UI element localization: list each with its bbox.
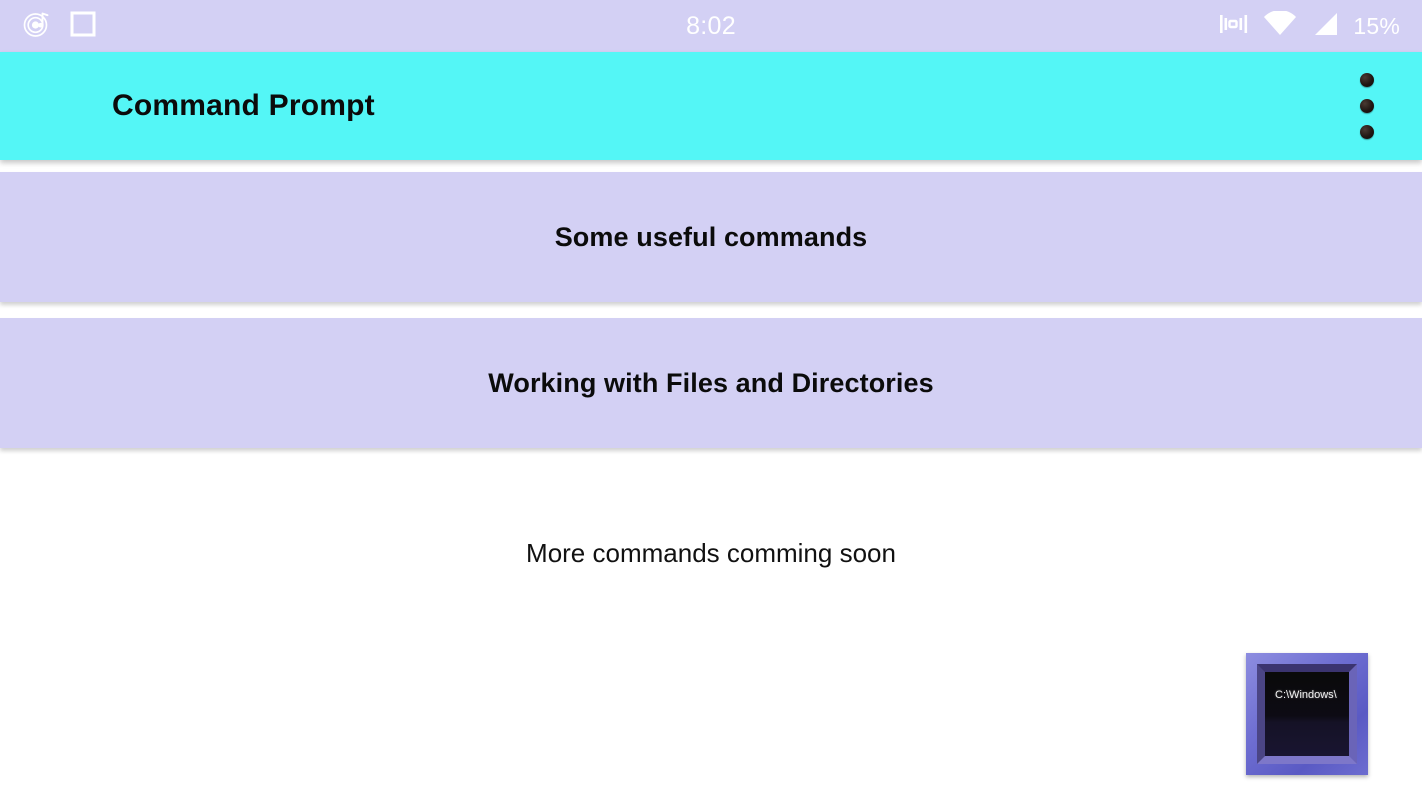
app-bar-title: Command Prompt bbox=[112, 89, 375, 122]
status-bar-clock-container: 8:02 bbox=[0, 12, 1422, 41]
list-item-some-useful-commands[interactable]: Some useful commands bbox=[0, 172, 1422, 302]
square-app-icon bbox=[70, 11, 96, 42]
vibrate-icon bbox=[1219, 11, 1249, 42]
app-bar: Command Prompt bbox=[0, 52, 1422, 160]
overflow-dot-icon bbox=[1360, 99, 1374, 113]
command-category-list: Some useful commands Working with Files … bbox=[0, 172, 1422, 464]
music-vinyl-icon bbox=[22, 9, 52, 44]
command-prompt-icon[interactable]: C:\Windows\ bbox=[1246, 653, 1368, 775]
status-bar-left-icons bbox=[22, 9, 96, 44]
overflow-menu-button[interactable] bbox=[1356, 69, 1378, 143]
list-item-working-with-files-and-directories[interactable]: Working with Files and Directories bbox=[0, 318, 1422, 448]
list-item-label: Working with Files and Directories bbox=[488, 367, 934, 398]
status-bar-clock: 8:02 bbox=[686, 11, 736, 40]
overflow-dot-icon bbox=[1360, 125, 1374, 139]
list-item-label: Some useful commands bbox=[554, 221, 868, 252]
overflow-dot-icon bbox=[1360, 73, 1374, 87]
status-bar-right-icons: 15% bbox=[1219, 9, 1400, 42]
command-prompt-icon-frame: C:\Windows\ bbox=[1257, 664, 1357, 764]
status-bar: 8:02 15% bbox=[0, 0, 1422, 52]
command-prompt-icon-screen: C:\Windows\ bbox=[1265, 672, 1349, 756]
command-prompt-icon-path-text: C:\Windows\ bbox=[1275, 689, 1337, 701]
cellular-signal-icon bbox=[1311, 11, 1339, 42]
wifi-icon bbox=[1263, 9, 1297, 42]
battery-percentage: 15% bbox=[1353, 12, 1400, 39]
coming-soon-note: More commands comming soon bbox=[526, 538, 896, 568]
